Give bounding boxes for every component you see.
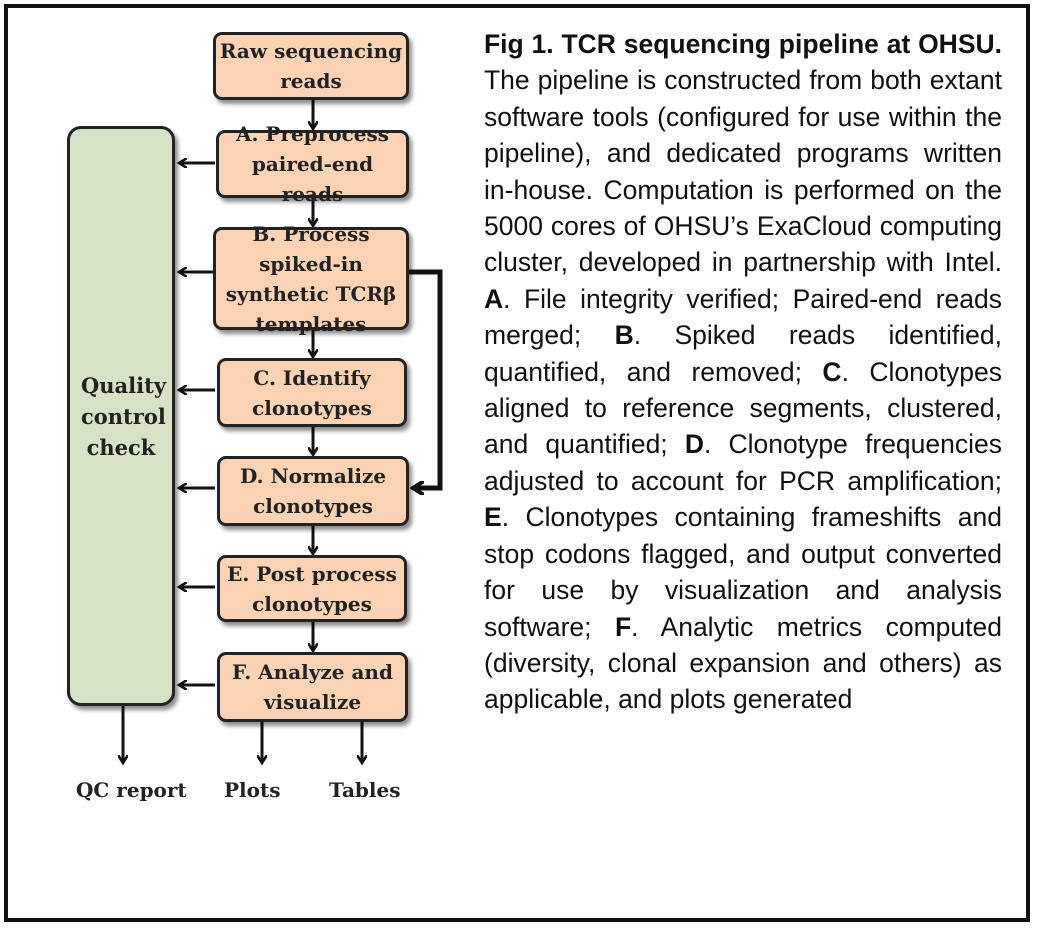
caption-key-c: C [822, 356, 842, 387]
figure-frame [4, 4, 1030, 922]
caption-text-e: . Clonotypes containing frameshifts and … [484, 502, 1002, 642]
raw-reads-label: Raw sequencing reads [219, 39, 403, 93]
step-d-label: D. Normalize clonotypes [239, 464, 387, 518]
caption-key-f: F [614, 611, 632, 642]
caption-text-c: . Clonotypes aligned to reference segmen… [484, 356, 1002, 460]
caption-key-d: D [684, 429, 704, 460]
step-a-box: A. Preprocess paired-end reads [216, 122, 409, 206]
step-b-label: B. Process spiked-in synthetic TCRβ temp… [225, 221, 397, 336]
step-c-label: C. Identify clonotypes [252, 365, 372, 420]
caption-text-a: . File integrity verified; Paired-end re… [484, 283, 1002, 351]
step-e-label: E. Post process clonotypes [227, 561, 397, 616]
step-d-box: D. Normalize clonotypes [217, 456, 409, 526]
caption-title: Fig 1. TCR sequencing pipeline at OHSU. [484, 29, 1002, 59]
caption-intro: The pipeline is constructed from both ex… [484, 65, 1002, 278]
step-f-box: F. Analyze and visualize [217, 652, 408, 722]
raw-reads-box: Raw sequencing reads [213, 32, 409, 100]
caption-key-b: B [614, 320, 634, 351]
step-f-label: F. Analyze and visualize [232, 660, 393, 714]
step-b-box: B. Process spiked-in synthetic TCRβ temp… [213, 222, 409, 336]
caption-text-b: . Spiked reads identified, quantified, a… [484, 320, 1002, 387]
step-a-label: A. Preprocess paired-end reads [235, 122, 390, 206]
step-e-box: E. Post process clonotypes [217, 555, 407, 622]
caption-text-f: . Analytic metrics computed (diversity, … [484, 611, 1002, 715]
caption-key-e: E [484, 502, 502, 533]
output-tables: Tables [329, 778, 401, 802]
quality-control-box: Quality control check [67, 126, 175, 706]
output-plots: Plots [224, 778, 281, 802]
caption-key-a: A [484, 283, 504, 314]
output-qc-report: QC report [76, 778, 187, 802]
caption-text-d: . Clonotype frequencies adjusted to acco… [484, 429, 1003, 496]
figure-caption: Fig 1. TCR sequencing pipeline at OHSU. … [484, 26, 1002, 718]
arrow-b-bypass-to-d [408, 269, 443, 488]
step-c-box: C. Identify clonotypes [217, 358, 407, 427]
quality-control-label: Quality control check [81, 372, 167, 460]
